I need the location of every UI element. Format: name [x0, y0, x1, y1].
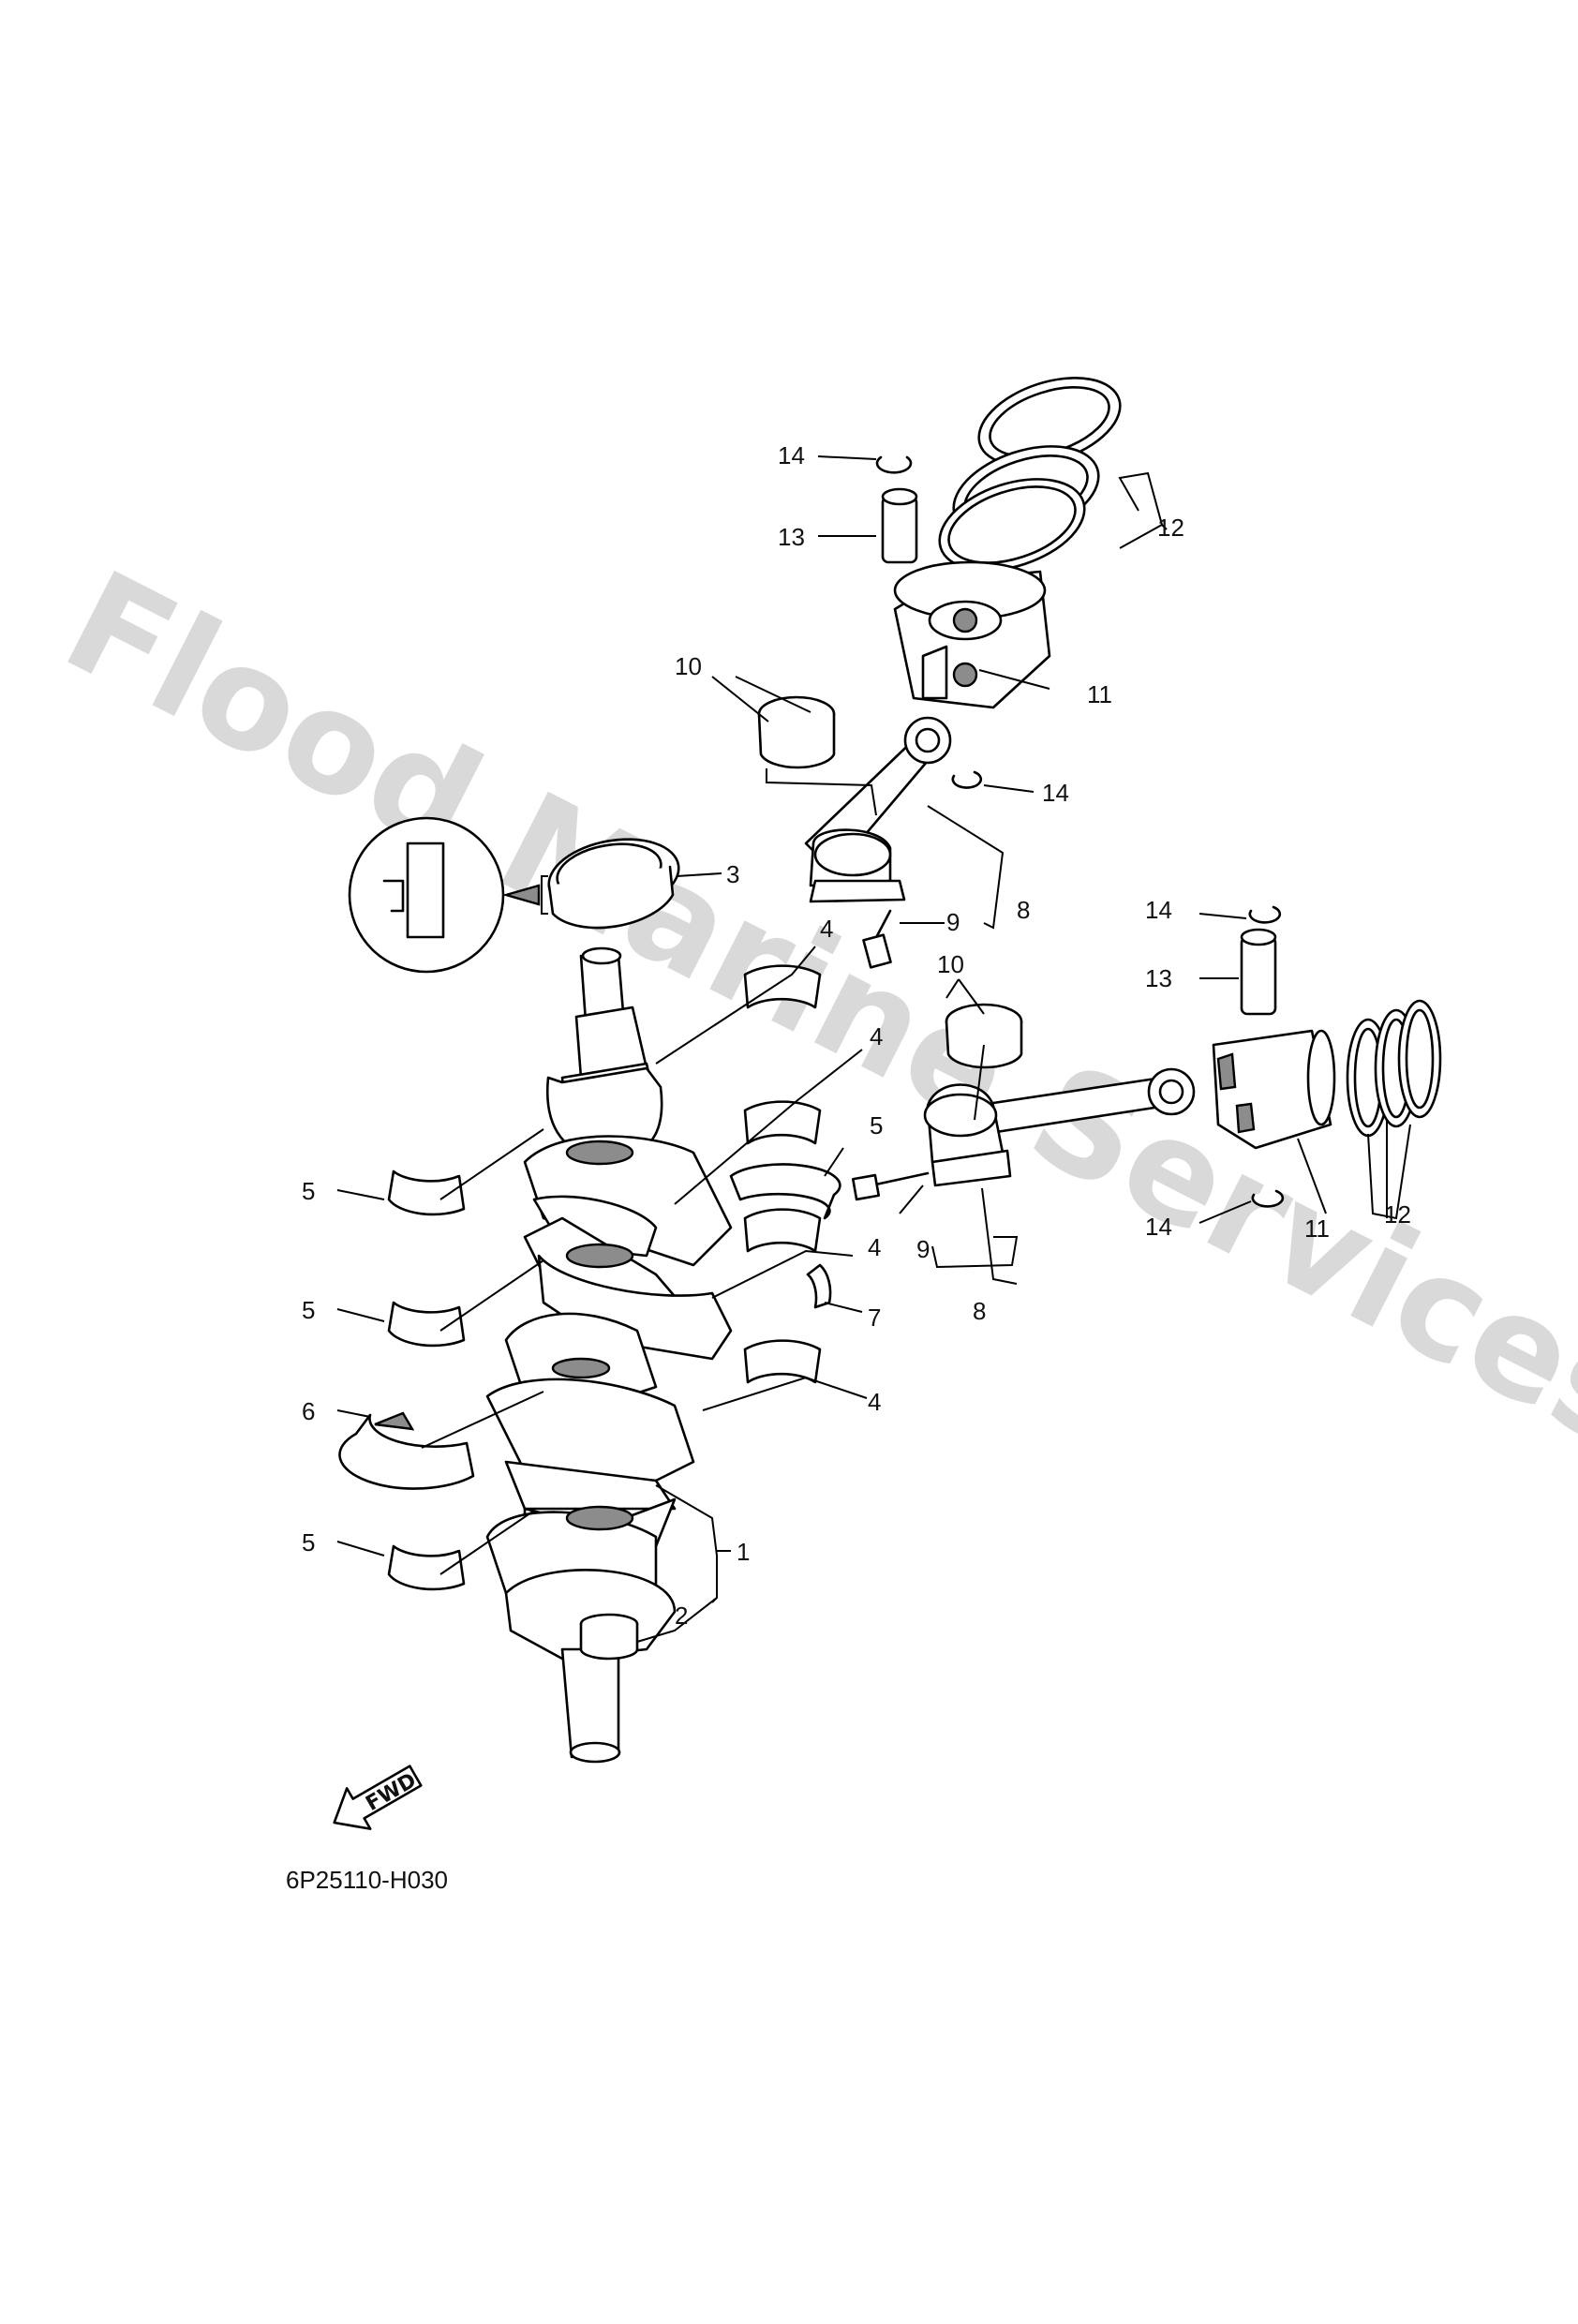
piston-ring-set-lower[interactable] [1346, 999, 1442, 1138]
callout-6: 6 [302, 1397, 315, 1425]
pin-clip-upper[interactable] [875, 455, 983, 789]
callout-10-lower: 10 [937, 950, 964, 978]
connecting-rod-upper[interactable] [804, 716, 952, 903]
fwd-arrow: FWD [333, 1765, 423, 1830]
crankshaft[interactable] [485, 946, 733, 1764]
callout-8-lower: 8 [973, 1297, 986, 1325]
callout-14-lower-b: 14 [1145, 1213, 1172, 1241]
rod-bearing-upper[interactable] [757, 695, 836, 769]
watermark-text: Flood Marine Services [41, 541, 1578, 1482]
main-bearing-upper[interactable] [743, 964, 822, 1384]
bearing-sleeve[interactable] [579, 1613, 639, 1661]
callout-5-a: 5 [302, 1177, 315, 1205]
callout-14-upper-b: 14 [1042, 779, 1069, 807]
callout-9-upper: 9 [946, 908, 960, 936]
seal-detail-circle [348, 816, 548, 974]
callout-labels: 14 13 12 11 10 14 3 9 8 4 14 13 10 4 5 5… [302, 441, 1411, 1630]
callout-14-lower-a: 14 [1145, 896, 1172, 924]
callout-1: 1 [737, 1538, 750, 1566]
connecting-rod-lower[interactable] [923, 1067, 1196, 1187]
thrust-washer[interactable] [729, 1163, 841, 1309]
callout-11-upper: 11 [1087, 680, 1112, 708]
callout-5-b: 5 [302, 1296, 315, 1324]
piston-upper[interactable] [893, 560, 1051, 709]
pin-clip-lower[interactable] [1248, 905, 1285, 1208]
callout-7-a: 5 [870, 1111, 883, 1140]
callout-9-lower: 9 [916, 1235, 930, 1263]
callout-4-b: 4 [870, 1022, 883, 1050]
callout-13-upper: 13 [778, 523, 805, 551]
callout-14-upper-a: 14 [778, 441, 805, 469]
callout-12-upper: 12 [1157, 514, 1184, 542]
callout-11-lower: 11 [1304, 1214, 1330, 1243]
callout-5-c: 5 [302, 1528, 315, 1557]
callout-13-lower: 13 [1145, 964, 1172, 992]
piston-pin-upper[interactable] [881, 487, 918, 564]
callout-2: 2 [675, 1601, 688, 1630]
piston-pin-lower[interactable] [1240, 928, 1277, 1016]
rod-bolt-lower[interactable] [851, 1171, 930, 1201]
callout-8-upper: 8 [1017, 896, 1030, 924]
callout-3: 3 [726, 860, 739, 888]
rod-bolt-upper[interactable] [862, 909, 892, 969]
leader-lines [336, 455, 1411, 1643]
callout-4-c: 4 [868, 1233, 881, 1261]
thrust-bearing[interactable] [338, 1411, 475, 1490]
oil-seal[interactable] [543, 829, 684, 930]
rod-bearing-lower[interactable] [945, 1003, 1023, 1069]
piston-ring-set-upper[interactable] [928, 362, 1131, 588]
main-bearing-lower[interactable] [387, 1169, 466, 1591]
callout-7-b: 7 [868, 1304, 881, 1332]
callout-4-a: 4 [820, 915, 833, 943]
callout-12-lower: 12 [1384, 1200, 1411, 1229]
piston-lower[interactable] [1212, 1029, 1336, 1150]
callout-10-upper: 10 [675, 652, 702, 680]
callout-4-d: 4 [868, 1388, 881, 1416]
diagram-code: 6P25110-H030 [286, 1866, 448, 1894]
